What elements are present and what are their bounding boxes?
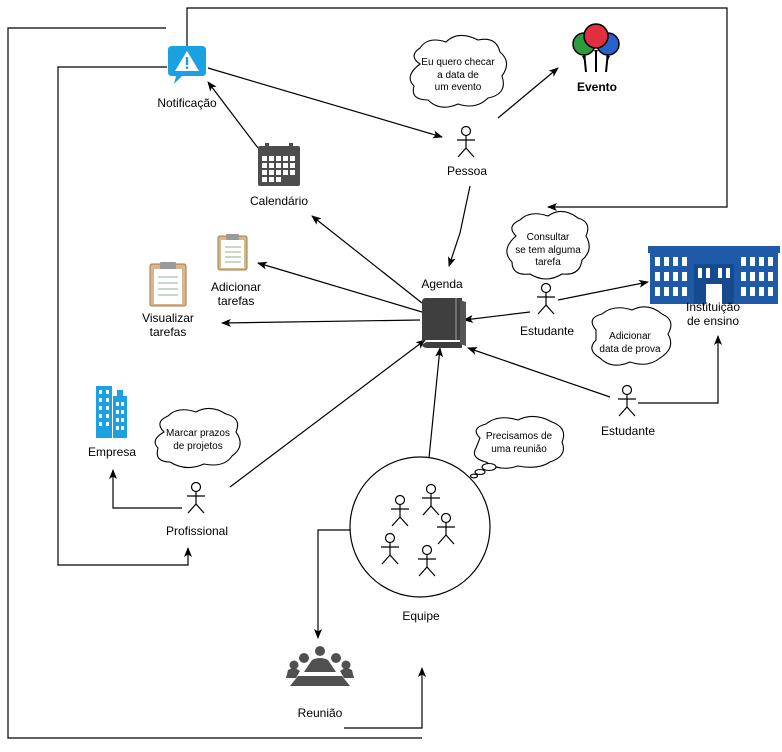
edge-reuniao-equipe [344, 667, 426, 729]
edge-agenda-calendario [311, 215, 423, 304]
cloud-consultar-line2: se tem alguma [515, 244, 581, 256]
cloud-text-evento: Eu quero checar a data de um evento [421, 57, 494, 95]
cloud-consultar-line1: Consultar [526, 232, 570, 243]
cloud-text-prazos: Marcar prazos de projetos [166, 428, 230, 453]
cloud-reuniao-line2: uma reunião [491, 443, 547, 455]
cloud-prazos-line2: de projetos [173, 440, 223, 452]
label-evento: Evento [576, 80, 618, 94]
edge-profissional-agenda [229, 339, 426, 488]
pessoa-figure [456, 125, 476, 158]
estudante-figure-1 [536, 282, 556, 315]
cloud-consultar-line3: tarefa [535, 257, 561, 268]
cloud-reuniao [469, 415, 565, 479]
label-profissional: Profissional [165, 524, 229, 538]
label-visualizar-line1: Visualizar [142, 311, 194, 325]
cloud-evento [409, 34, 508, 108]
cloud-prova [591, 306, 672, 366]
edge-notificacao-pessoa [207, 67, 443, 139]
label-notificacao: Notificação [157, 96, 217, 110]
meeting-icon [286, 646, 354, 686]
edge-notificacao-loop [186, 7, 728, 211]
connectors [7, 7, 728, 739]
label-visualizar-line2: tarefas [149, 325, 187, 339]
edge-pessoa-agenda [448, 185, 471, 267]
label-equipe: Equipe [402, 609, 440, 623]
edge-agenda-visualizar [221, 318, 421, 327]
cloud-prova-line1: Adicionar [609, 331, 651, 342]
estudante-figure-2 [617, 384, 637, 417]
label-visualizar-tarefas: Visualizar tarefas [142, 311, 194, 339]
edge-calendario-notificacao [207, 81, 259, 149]
label-adicionar-line1: Adicionar [210, 280, 262, 294]
profissional-figure [186, 481, 206, 514]
label-agenda: Agenda [421, 277, 463, 291]
building-icon [648, 246, 780, 304]
equipe-circle [349, 456, 491, 598]
label-pessoa: Pessoa [446, 164, 488, 178]
label-estudante-1: Estudante [519, 324, 575, 338]
clipboard-icon [217, 234, 248, 271]
cloud-text-reuniao: Precisamos de uma reunião [486, 431, 552, 456]
cloud-prova-line2: data de prova [599, 343, 661, 355]
edge-pessoa-evento [497, 67, 559, 119]
label-empresa: Empresa [87, 445, 137, 459]
label-instituicao-line2: de ensino [686, 314, 740, 328]
edge-estudante2-agenda [467, 347, 611, 398]
label-adicionar-line2: tarefas [217, 294, 255, 308]
edge-estudante1-agenda [463, 311, 531, 323]
label-adicionar-tarefas: Adicionar tarefas [211, 280, 261, 308]
skyscraper-icon [96, 386, 127, 438]
cloud-consultar [506, 210, 590, 280]
edge-equipe-agenda [428, 347, 444, 459]
label-calendario: Calendário [249, 194, 309, 208]
edge-equipe-reuniao [314, 529, 350, 639]
edge-outer-loop-bottom [7, 27, 422, 739]
cloud-evento-line3: um evento [434, 82, 482, 93]
edge-agenda-adicionar [257, 261, 423, 313]
calendar-icon [258, 143, 300, 186]
cloud-evento-line2: a data de [437, 69, 479, 81]
edge-estudante1-instituicao [557, 279, 649, 301]
label-instituicao: Instituição de ensino [686, 300, 740, 328]
label-estudante-2: Estudante [600, 424, 656, 438]
book-icon [422, 298, 466, 348]
cloud-text-prova: Adicionar data de prova [599, 331, 660, 356]
cloud-prazos [154, 407, 241, 469]
cloud-prazos-line1: Marcar prazos [166, 428, 230, 439]
clipboard-icon [149, 262, 187, 307]
balloons-icon [572, 23, 620, 73]
label-instituicao-line1: Instituição [685, 300, 741, 314]
cloud-reuniao-line1: Precisamos de [485, 431, 553, 442]
label-reuniao: Reunião [297, 706, 343, 720]
cloud-text-consultar: Consultar se tem alguma tarefa [515, 232, 581, 270]
warning-bubble-icon [168, 46, 206, 84]
cloud-evento-line1: Eu quero checar [421, 57, 495, 68]
edge-notificacao-profissional [57, 66, 192, 566]
edge-estudante2-instituicao [638, 335, 722, 404]
edge-profissional-empresa [109, 469, 182, 509]
